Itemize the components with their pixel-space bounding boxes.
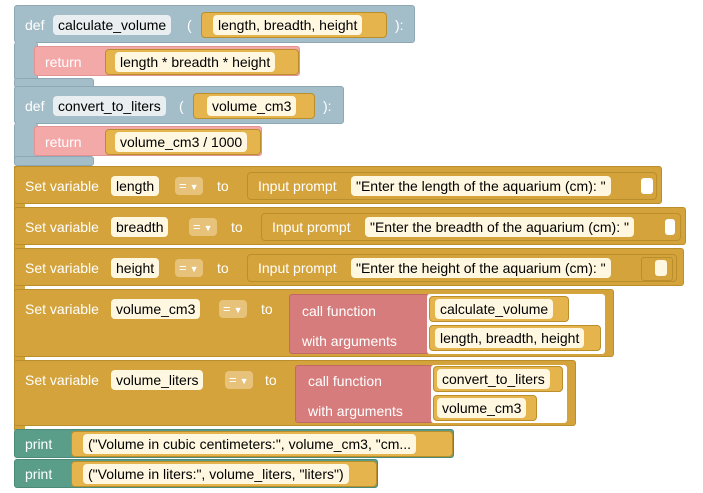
to-label: to (261, 301, 273, 317)
with-arguments-label: with arguments (308, 403, 403, 419)
prompt-text-field[interactable]: "Enter the height of the aquarium (cm): … (351, 258, 611, 278)
open-paren: ( (187, 17, 192, 33)
arguments-field[interactable]: volume_cm3 (437, 398, 527, 418)
operator-dropdown[interactable]: =▼ (225, 371, 253, 389)
set-variable-block[interactable]: Set variable length =▼ to Input prompt "… (14, 166, 662, 204)
close-paren: ): (323, 98, 332, 114)
to-label: to (217, 260, 229, 276)
print-expression-field[interactable]: ("Volume in liters:", volume_liters, "li… (83, 464, 349, 484)
variable-name-field[interactable]: length (111, 176, 160, 196)
prompt-text-field[interactable]: "Enter the length of the aquarium (cm): … (351, 176, 611, 196)
function-name-field[interactable]: calculate_volume (435, 299, 554, 319)
params-field[interactable]: length, breadth, height (213, 15, 363, 35)
chevron-down-icon: ▼ (233, 305, 243, 315)
close-paren: ): (395, 17, 404, 33)
variable-name-field[interactable]: volume_cm3 (111, 299, 201, 319)
function-name-field[interactable]: calculate_volume (53, 15, 172, 35)
call-function-label: call function (302, 303, 376, 319)
return-keyword: return (45, 134, 82, 150)
chevron-down-icon: ▼ (189, 264, 199, 274)
variable-name-field[interactable]: volume_liters (111, 370, 204, 390)
def-keyword: def (25, 17, 45, 33)
return-block[interactable]: return volume_cm3 / 1000 (34, 126, 262, 156)
print-block[interactable]: print ("Volume in cubic centimeters:", v… (14, 429, 454, 458)
def-footer (14, 156, 94, 166)
to-label: to (231, 219, 243, 235)
return-keyword: return (45, 54, 82, 70)
chevron-down-icon: ▼ (203, 223, 213, 233)
print-keyword: print (25, 466, 53, 482)
print-keyword: print (25, 436, 53, 452)
set-variable-block[interactable]: Set variable height =▼ to Input prompt "… (14, 248, 684, 286)
to-label: to (217, 178, 229, 194)
set-variable-label: Set variable (25, 219, 99, 235)
print-expression-field[interactable]: ("Volume in cubic centimeters:", volume_… (83, 434, 417, 454)
set-variable-label: Set variable (25, 372, 99, 388)
input-prompt-label: Input prompt (258, 178, 337, 194)
arguments-field[interactable]: length, breadth, height (435, 328, 585, 348)
with-arguments-label: with arguments (302, 333, 397, 349)
input-prompt-label: Input prompt (272, 219, 351, 235)
return-block[interactable]: return length * breadth * height (34, 46, 300, 76)
call-function-block[interactable]: call function with arguments (289, 294, 429, 354)
open-paren: ( (179, 98, 184, 114)
set-variable-label: Set variable (25, 178, 99, 194)
call-function-label: call function (308, 373, 382, 389)
operator-dropdown[interactable]: =▼ (189, 218, 217, 236)
empty-socket (655, 260, 667, 276)
def-block-calculate-volume[interactable]: def calculate_volume ( length, breadth, … (14, 5, 415, 43)
function-name-field[interactable]: convert_to_liters (437, 369, 550, 389)
operator-dropdown[interactable]: =▼ (175, 177, 203, 195)
print-block[interactable]: print ("Volume in liters:", volume_liter… (14, 459, 378, 488)
return-expression-field[interactable]: length * breadth * height (115, 52, 276, 72)
function-name-field[interactable]: convert_to_liters (53, 96, 166, 116)
variable-name-field[interactable]: breadth (111, 217, 169, 237)
set-variable-call-block[interactable]: Set variable volume_liters =▼ to call fu… (14, 360, 576, 426)
variable-name-field[interactable]: height (111, 258, 160, 278)
set-variable-label: Set variable (25, 260, 99, 276)
return-expression-field[interactable]: volume_cm3 / 1000 (115, 132, 248, 152)
set-variable-label: Set variable (25, 301, 99, 317)
empty-socket (665, 219, 675, 235)
operator-dropdown[interactable]: =▼ (219, 300, 247, 318)
input-prompt-label: Input prompt (258, 260, 337, 276)
operator-dropdown[interactable]: =▼ (175, 259, 203, 277)
set-variable-block[interactable]: Set variable breadth =▼ to Input prompt … (14, 207, 686, 245)
set-variable-call-block[interactable]: Set variable volume_cm3 =▼ to call funct… (14, 289, 614, 357)
def-keyword: def (25, 98, 45, 114)
def-block-convert-to-liters[interactable]: def convert_to_liters ( volume_cm3 ): (14, 86, 344, 124)
to-label: to (265, 372, 277, 388)
chevron-down-icon: ▼ (239, 376, 249, 386)
params-field[interactable]: volume_cm3 (207, 96, 297, 116)
prompt-text-field[interactable]: "Enter the breadth of the aquarium (cm):… (365, 217, 634, 237)
chevron-down-icon: ▼ (189, 182, 199, 192)
call-function-block[interactable]: call function with arguments (295, 365, 433, 423)
empty-socket (641, 178, 653, 194)
